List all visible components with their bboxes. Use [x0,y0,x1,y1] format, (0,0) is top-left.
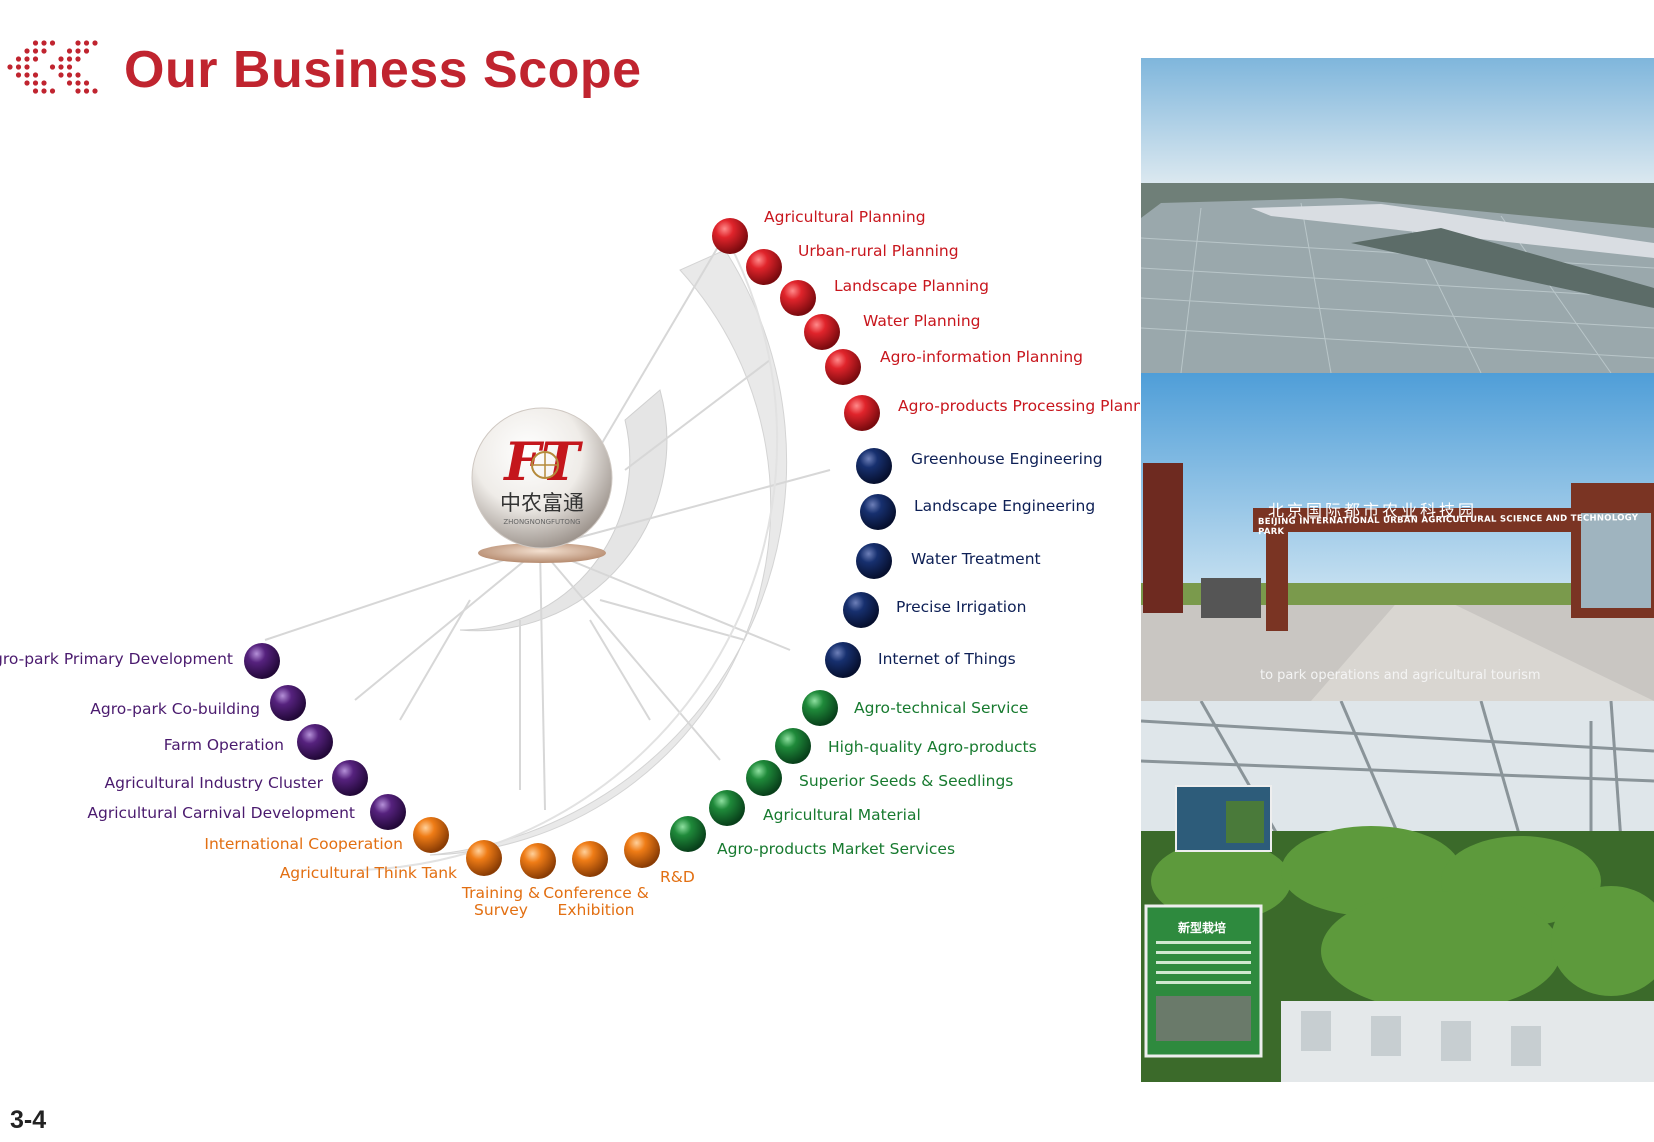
engineering-node-0 [856,448,892,484]
operation-label-0: Agricultural Carnival Development [87,804,355,822]
exchange-node-1 [572,841,608,877]
planning-label-5: Agro-products Processing Planning [898,397,1140,415]
engineering-node-4 [825,642,861,678]
planning-label-2: Landscape Planning [834,277,989,295]
agro-node-1 [775,728,811,764]
business-scope-diagram: FT 中农富通 ZHONGNONGFUTONG Agricultural Pla… [0,208,1140,919]
exchange-label-1: Conference &Exhibition [543,884,649,919]
operation-label-4: Agro-park Primary Development [0,650,233,668]
planning-node-4 [825,349,861,385]
engineering-label-1: Landscape Engineering [914,497,1095,515]
park-gate-photo [1141,373,1654,701]
engineering-label-4: Internet of Things [878,650,1016,668]
operation-node-1 [332,760,368,796]
video-caption: to park operations and agricultural tour… [1260,668,1541,683]
page-number: 3-4 [10,1106,47,1134]
company-logo: FT 中农富通 ZHONGNONGFUTONG [471,407,613,563]
agro-label-2: Superior Seeds & Seedlings [799,772,1013,790]
operation-node-3 [270,685,306,721]
engineering-node-1 [860,494,896,530]
planning-node-3 [804,314,840,350]
planning-node-0 [712,218,748,254]
planning-node-2 [780,280,816,316]
agro-label-3: Agricultural Material [763,806,921,824]
info-board-title: 新型栽培 [1178,921,1227,935]
exchange-label-4: International Cooperation [204,835,403,853]
engineering-node-3 [843,592,879,628]
planning-label-1: Urban-rural Planning [798,242,959,260]
agro-node-2 [746,760,782,796]
exchange-label-2: Training &Survey [461,884,540,919]
planning-node-1 [746,249,782,285]
engineering-node-2 [856,543,892,579]
operation-label-2: Farm Operation [164,736,284,754]
engineering-label-0: Greenhouse Engineering [911,450,1103,468]
agro-node-3 [709,790,745,826]
exchange-node-0 [624,832,660,868]
planning-node-5 [844,395,880,431]
brand-arrow-icon [7,40,98,94]
operation-node-4 [244,643,280,679]
operation-node-2 [297,724,333,760]
operation-node-0 [370,794,406,830]
operation-label-1: Agricultural Industry Cluster [105,774,324,792]
greenhouse-aerial-photo [1141,58,1654,373]
operation-label-3: Agro-park Co-building [90,700,260,718]
logo-brand-cn: 中农富通 [500,491,584,515]
exchange-node-3 [466,840,502,876]
park-gate-sign-en: BEIJING INTERNATIONAL URBAN AGRICULTURAL… [1257,513,1639,538]
page-title: Our Business Scope [124,41,642,99]
planning-label-3: Water Planning [863,312,981,330]
agro-label-1: High-quality Agro-products [828,738,1037,756]
planning-label-4: Agro-information Planning [880,348,1083,366]
greenhouse-interior-photo [1141,701,1654,1082]
engineering-label-3: Precise Irrigation [896,598,1026,616]
agro-label-4: Agro-products Market Services [717,840,955,858]
logo-brand-en: ZHONGNONGFUTONG [503,518,580,526]
fan-background [264,234,831,871]
agro-node-0 [802,690,838,726]
exchange-label-3: Agricultural Think Tank [280,864,457,882]
agro-node-4 [670,816,706,852]
agro-label-0: Agro-technical Service [854,699,1028,717]
engineering-label-2: Water Treatment [911,550,1041,568]
logo-monogram: FT [502,432,583,493]
park-gate-sign-cn: 北京国际都市农业科技园 [1268,501,1478,520]
exchange-label-0: R&D [660,868,695,886]
exchange-node-4 [413,817,449,853]
planning-label-0: Agricultural Planning [764,208,926,226]
exchange-node-2 [520,843,556,879]
